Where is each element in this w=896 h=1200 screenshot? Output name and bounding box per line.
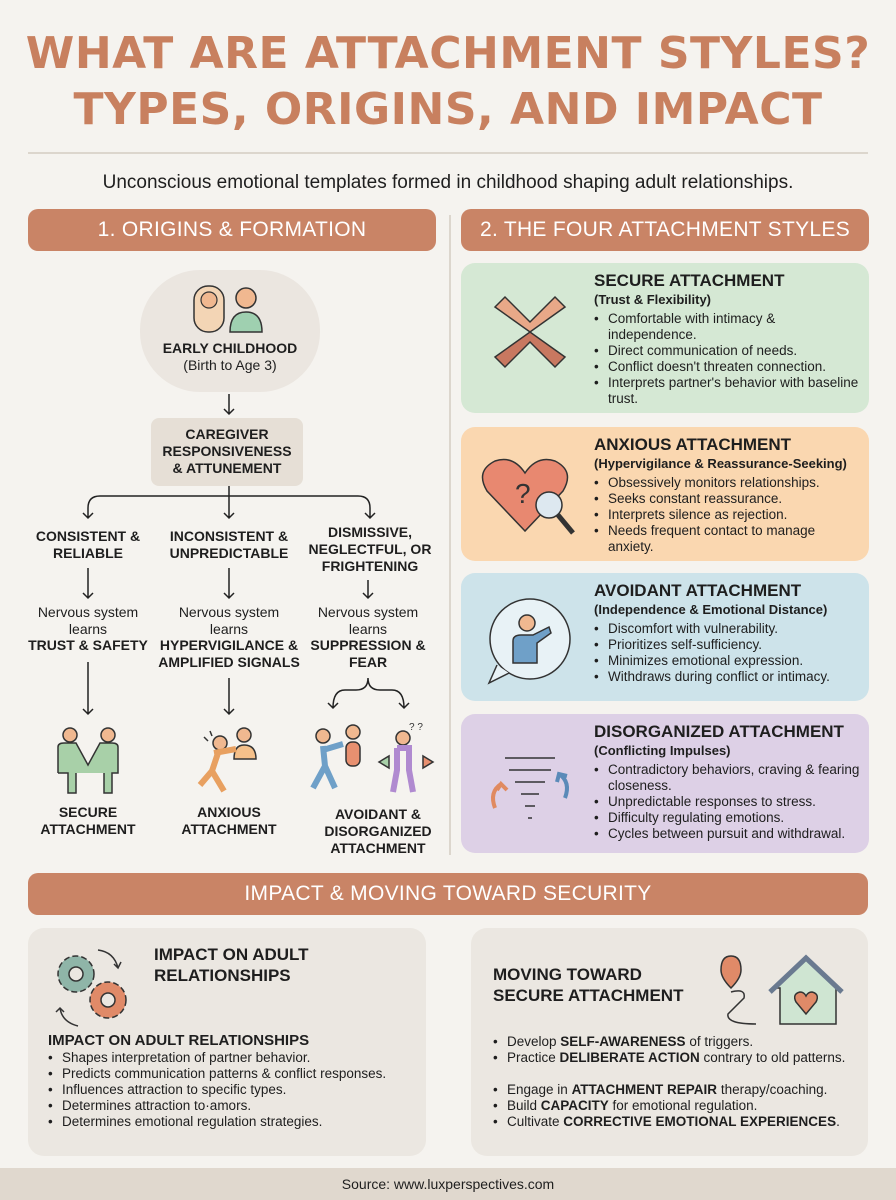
anxious-bullet: Seeks constant reassurance. (594, 491, 864, 507)
anxious-bullet: Needs frequent contact to manage anxiety… (594, 523, 864, 555)
branch-2-lesson: HYPERVIGILANCE & AMPLIFIED SIGNALS (158, 637, 300, 670)
impact-bullet: Determines attraction to·amors. (48, 1098, 388, 1114)
tornado-icon (491, 757, 569, 819)
person-stop-bubble-icon (487, 598, 571, 685)
branch-2-outcome: ANXIOUS ATTACHMENT (181, 804, 277, 837)
anxious-bullet: Obsessively monitors relationships. (594, 475, 864, 491)
impact-bullet: Determines emotional regulation strategi… (48, 1114, 388, 1130)
avoidant-bullet: Discomfort with vulnerability. (594, 621, 864, 637)
branch-3-learns: Nervous system learns (317, 604, 419, 637)
anxious-sub: (Hypervigilance & Reassurance-Seeking) (594, 456, 847, 471)
secure-people-icon (57, 727, 119, 794)
avoidant-bullet: Prioritizes self-sufficiency. (594, 637, 864, 653)
page-title-line2: TYPES, ORIGINS, AND IMPACT (73, 84, 823, 135)
disorganized-card: DISORGANIZED ATTACHMENT (Conflicting Imp… (461, 714, 869, 853)
secure-sub: (Trust & Flexibility) (594, 292, 712, 307)
moving-secure-card: MOVING TOWARD SECURE ATTACHMENT Develop … (471, 928, 868, 1156)
moving-secure-title: MOVING TOWARD SECURE ATTACHMENT (493, 965, 684, 1005)
origins-header: 1. ORIGINS & FORMATION (28, 209, 436, 251)
moving-bullet: Build CAPACITY for emotional regulation. (493, 1098, 853, 1114)
column-divider (449, 215, 451, 855)
anxious-title: ANXIOUS ATTACHMENT (594, 435, 792, 454)
disorganized-bullet: Unpredictable responses to stress. (594, 794, 864, 810)
impact-header: IMPACT & MOVING TOWARD SECURITY (28, 873, 868, 915)
avoidant-sub: (Independence & Emotional Distance) (594, 602, 828, 617)
branch-1-learns: Nervous system learns (37, 604, 139, 637)
avoidant-bullet: Withdraws during conflict or intimacy. (594, 669, 864, 685)
disorganized-sub: (Conflicting Impulses) (594, 743, 731, 758)
secure-bullet: Comfortable with intimacy & independence… (594, 311, 864, 343)
disorganized-bullet: Difficulty regulating emotions. (594, 810, 864, 826)
impact-card-title: IMPACT ON ADULT RELATIONSHIPS (154, 945, 309, 985)
caregiver-text: CAREGIVER RESPONSIVENESS & ATTUNEMENT (162, 426, 292, 476)
branch-3-lesson: SUPPRESSION & FEAR (310, 637, 426, 670)
moving-bullet: Practice DELIBERATE ACTION contrary to o… (493, 1050, 853, 1066)
gears-cycle-icon (55, 949, 127, 1027)
page-subtitle: Unconscious emotional templates formed i… (102, 172, 794, 193)
avoidant-bullet: Minimizes emotional expression. (594, 653, 864, 669)
branch-3-outcome: AVOIDANT & DISORGANIZED ATTACHMENT (324, 806, 432, 856)
anxious-card: ? ANXIOUS ATTACHMENT (Hypervigilance & R… (461, 427, 869, 561)
svg-text:?: ? (515, 478, 531, 509)
parent-baby-icon (193, 285, 263, 333)
avoidant-disorganized-icon: ? ? (310, 722, 435, 793)
impact-bullet: Predicts communication patterns & confli… (48, 1066, 388, 1082)
styles-header: 2. THE FOUR ATTACHMENT STYLES (461, 209, 869, 251)
avoidant-title: AVOIDANT ATTACHMENT (594, 581, 802, 600)
early-childhood-sub: (Birth to Age 3) (183, 357, 277, 373)
disorganized-title: DISORGANIZED ATTACHMENT (594, 722, 844, 741)
moving-bullet: Cultivate CORRECTIVE EMOTIONAL EXPERIENC… (493, 1114, 853, 1130)
anxious-bullet: Interprets silence as rejection. (594, 507, 864, 523)
flow-connectors (82, 394, 376, 520)
secure-title: SECURE ATTACHMENT (594, 271, 785, 290)
hands-together-icon (493, 295, 567, 369)
impact-card: IMPACT ON ADULT RELATIONSHIPS IMPACT ON … (28, 928, 426, 1156)
secure-card: SECURE ATTACHMENT (Trust & Flexibility) … (461, 263, 869, 413)
disorganized-bullet: Cycles between pursuit and withdrawal. (594, 826, 864, 842)
branch-2-condition: INCONSISTENT & UNPREDICTABLE (169, 528, 289, 561)
svg-text:? ?: ? ? (409, 722, 423, 733)
caregiver-box (151, 418, 303, 486)
title-divider (28, 152, 868, 154)
branch-arrows (82, 568, 410, 716)
secure-bullet: Conflict doesn't threaten connection. (594, 359, 864, 375)
early-childhood-title: EARLY CHILDHOOD (162, 340, 298, 356)
avoidant-card: AVOIDANT ATTACHMENT (Independence & Emot… (461, 573, 869, 701)
heart-magnifier-icon: ? (481, 458, 575, 535)
branch-1-condition: CONSISTENT & RELIABLE (35, 528, 141, 561)
secure-bullet: Direct communication of needs. (594, 343, 864, 359)
disorganized-bullet: Contradictory behaviors, craving & feari… (594, 762, 864, 794)
source-footer: Source: www.luxperspectives.com (0, 1168, 896, 1200)
impact-card-subtitle: IMPACT ON ADULT RELATIONSHIPS (48, 1032, 310, 1049)
page-title-line1: WHAT ARE ATTACHMENT STYLES? (25, 28, 871, 79)
branch-1-lesson: TRUST & SAFETY (28, 637, 148, 653)
impact-bullet: Influences attraction to specific types. (48, 1082, 388, 1098)
moving-bullet: Develop SELF-AWARENESS of triggers. (493, 1034, 853, 1050)
branch-2-learns: Nervous system learns (178, 604, 280, 637)
path-home-heart-icon (720, 954, 844, 1025)
branch-3-condition: DISMISSIVE, NEGLECTFUL, OR FRIGHTENING (308, 524, 432, 574)
branch-1-outcome: SECURE ATTACHMENT (40, 804, 136, 837)
anxious-people-icon (197, 727, 257, 793)
moving-bullet: Engage in ATTACHMENT REPAIR therapy/coac… (493, 1082, 853, 1098)
secure-bullet: Interprets partner's behavior with basel… (594, 375, 864, 407)
impact-bullet: Shapes interpretation of partner behavio… (48, 1050, 388, 1066)
